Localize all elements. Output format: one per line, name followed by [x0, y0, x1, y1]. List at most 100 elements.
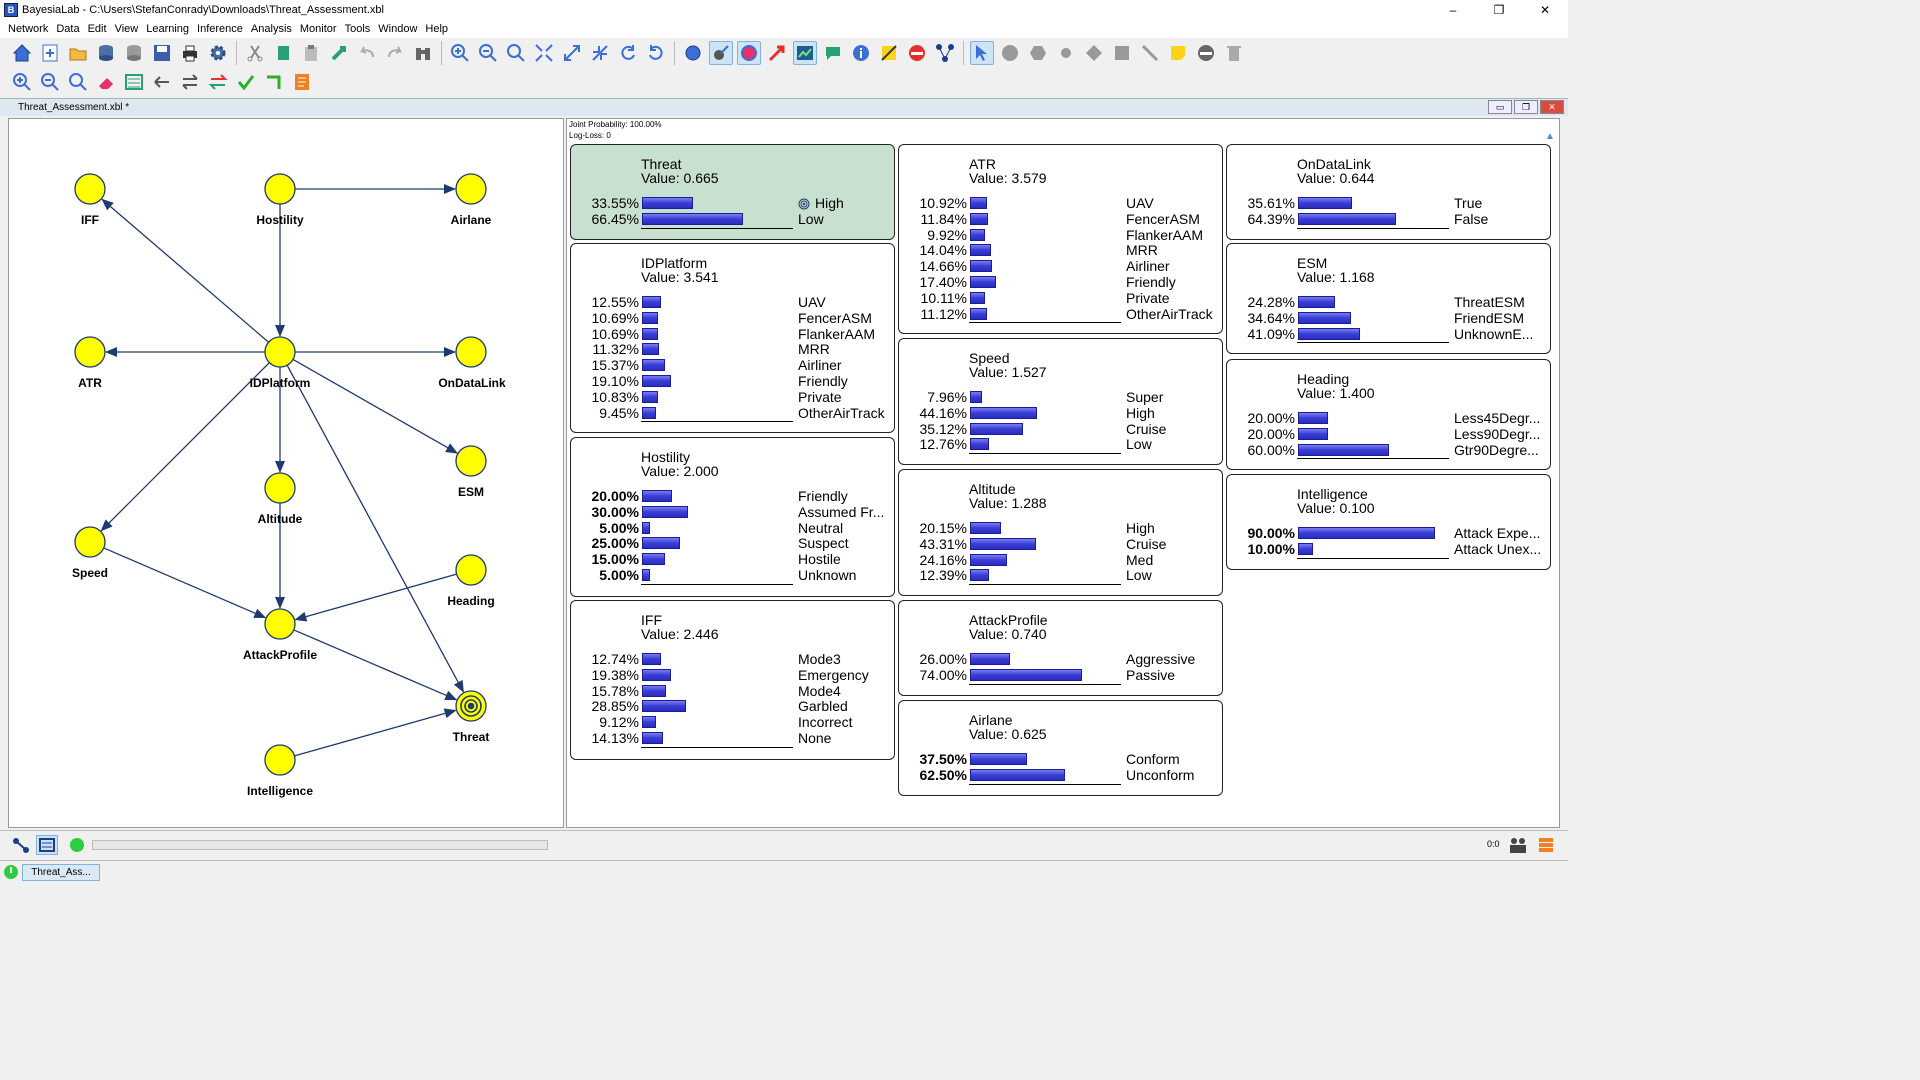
state-probability-bar[interactable] — [970, 753, 1027, 765]
link-node-icon[interactable] — [1138, 41, 1162, 65]
note-icon[interactable] — [877, 41, 901, 65]
monitor-state-row[interactable]: 5.00%Neutral — [571, 520, 894, 536]
state-probability-bar[interactable] — [642, 390, 658, 403]
node-circle[interactable] — [455, 336, 487, 368]
monitor-state-row[interactable]: 66.45%Low — [571, 211, 894, 227]
arc-speed-attackprofile[interactable] — [103, 547, 267, 619]
monitor-state-row[interactable]: 9.12%Incorrect — [571, 714, 894, 730]
check-icon[interactable] — [234, 70, 258, 94]
monitor-state-row[interactable]: 60.00%Gtr90Degre... — [1227, 442, 1550, 458]
node-airlane[interactable]: Airlane — [451, 173, 492, 227]
state-probability-bar[interactable] — [970, 406, 1037, 419]
select-pointer-icon[interactable] — [970, 41, 994, 65]
arrow-icon[interactable] — [765, 41, 789, 65]
node-circle[interactable] — [74, 336, 106, 368]
node-atr[interactable]: ATR — [74, 336, 106, 390]
monitor-state-row[interactable]: 12.76%Low — [899, 436, 1222, 452]
undo-icon[interactable] — [355, 41, 379, 65]
arc-intelligence-threat[interactable] — [294, 708, 457, 757]
state-probability-bar[interactable] — [642, 375, 671, 387]
state-probability-bar[interactable] — [642, 716, 656, 729]
monitor-state-row[interactable]: 10.11%Private — [899, 290, 1222, 306]
state-probability-bar[interactable] — [970, 276, 996, 288]
square-node-icon[interactable] — [1110, 41, 1134, 65]
node-circle[interactable] — [455, 445, 487, 477]
node-threat[interactable]: Threat — [453, 690, 490, 744]
monitor-state-row[interactable]: 35.61%True — [1227, 195, 1550, 211]
remove-monitor-icon[interactable] — [150, 70, 174, 94]
stack-icon[interactable] — [1535, 835, 1557, 855]
state-probability-bar[interactable] — [1298, 412, 1328, 424]
menu-monitor[interactable]: Monitor — [299, 23, 337, 35]
node-hostility[interactable]: Hostility — [256, 173, 304, 227]
state-probability-bar[interactable] — [642, 311, 658, 324]
monitor-state-row[interactable]: 34.64%FriendESM — [1227, 310, 1550, 326]
monitor-state-row[interactable]: 10.92%UAV — [899, 195, 1222, 211]
arc-attackprofile-threat[interactable] — [293, 629, 458, 701]
monitor-state-row[interactable]: 20.00%Less45Degr... — [1227, 410, 1550, 426]
copy-icon[interactable] — [271, 41, 295, 65]
state-probability-bar[interactable] — [642, 537, 680, 550]
monitor-state-row[interactable]: 19.38%Emergency — [571, 667, 894, 683]
node-circle[interactable] — [74, 526, 106, 558]
zoom-icon[interactable] — [504, 41, 528, 65]
menu-edit[interactable]: Edit — [87, 23, 107, 35]
monitor-state-row[interactable]: 5.00%Unknown — [571, 567, 894, 583]
node-intelligence[interactable]: Intelligence — [247, 744, 313, 798]
monitor-state-row[interactable]: 9.45%OtherAirTrack — [571, 405, 894, 421]
settings-gear-icon[interactable] — [206, 41, 230, 65]
forbidden-icon[interactable] — [905, 41, 929, 65]
zoom-out-icon[interactable] — [476, 41, 500, 65]
state-probability-bar[interactable] — [970, 244, 991, 257]
doc-restore-button[interactable]: ❐ — [1514, 100, 1538, 114]
state-probability-bar[interactable] — [642, 732, 663, 744]
state-probability-bar[interactable] — [1298, 427, 1328, 440]
state-probability-bar[interactable] — [1298, 542, 1313, 555]
node-circle[interactable] — [264, 336, 296, 368]
doc-minimize-button[interactable]: ▭ — [1488, 100, 1512, 114]
state-probability-bar[interactable] — [1298, 527, 1435, 539]
monitor-state-row[interactable]: 44.16%High — [899, 405, 1222, 421]
menu-network[interactable]: Network — [8, 23, 49, 35]
state-probability-bar[interactable] — [1298, 296, 1335, 308]
collapse-icon[interactable] — [588, 41, 612, 65]
arc-idplatform-speed[interactable] — [100, 362, 270, 532]
state-probability-bar[interactable] — [970, 768, 1065, 781]
remove-icon[interactable] — [1194, 41, 1218, 65]
state-probability-bar[interactable] — [642, 684, 666, 697]
state-probability-bar[interactable] — [970, 228, 985, 241]
arc-heading-attackprofile[interactable] — [294, 573, 457, 622]
monitor-state-row[interactable]: 30.00%Assumed Fr... — [571, 504, 894, 520]
print-icon[interactable] — [178, 41, 202, 65]
users-icon[interactable] — [1507, 835, 1529, 855]
node-circle[interactable] — [264, 472, 296, 504]
monitor-state-row[interactable]: 10.00%Attack Unex... — [1227, 541, 1550, 557]
state-probability-bar[interactable] — [970, 569, 989, 582]
node-circle[interactable] — [264, 744, 296, 776]
menu-data[interactable]: Data — [56, 23, 80, 35]
eraser-icon[interactable] — [94, 70, 118, 94]
arc-idplatform-iff[interactable] — [101, 198, 270, 343]
monitor-state-row[interactable]: 10.69%FencerASM — [571, 310, 894, 326]
trash-icon[interactable] — [1222, 41, 1246, 65]
monitor-state-row[interactable]: 9.92%FlankerAAM — [899, 227, 1222, 243]
state-probability-bar[interactable] — [642, 490, 672, 502]
monitor-list-icon[interactable] — [122, 70, 146, 94]
monitor-state-row[interactable]: 11.32%MRR — [571, 341, 894, 357]
info-icon[interactable] — [849, 41, 873, 65]
node-circle[interactable] — [264, 173, 296, 205]
node-circle[interactable] — [74, 173, 106, 205]
state-probability-bar[interactable] — [642, 212, 743, 225]
state-probability-bar[interactable] — [1298, 327, 1360, 340]
task-threat-assessment[interactable]: Threat_Ass... — [22, 864, 100, 881]
